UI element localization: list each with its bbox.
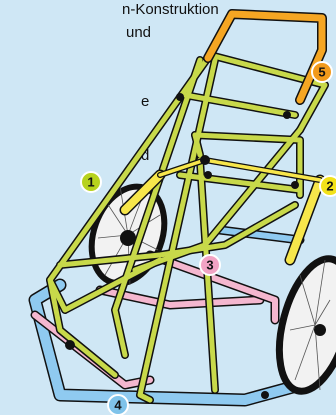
callout-4-label: 4 (114, 398, 122, 413)
callout-2: 2 (320, 176, 336, 196)
callout-3: 3 (200, 255, 220, 275)
callout-5: 5 (312, 62, 332, 82)
callout-1-label: 1 (87, 175, 94, 190)
callout-2-label: 2 (326, 179, 333, 194)
callout-3-label: 3 (206, 258, 213, 273)
callout-5-label: 5 (318, 65, 325, 80)
callout-1: 1 (81, 172, 101, 192)
right-wheel (266, 251, 336, 399)
callout-4: 4 (108, 395, 128, 415)
